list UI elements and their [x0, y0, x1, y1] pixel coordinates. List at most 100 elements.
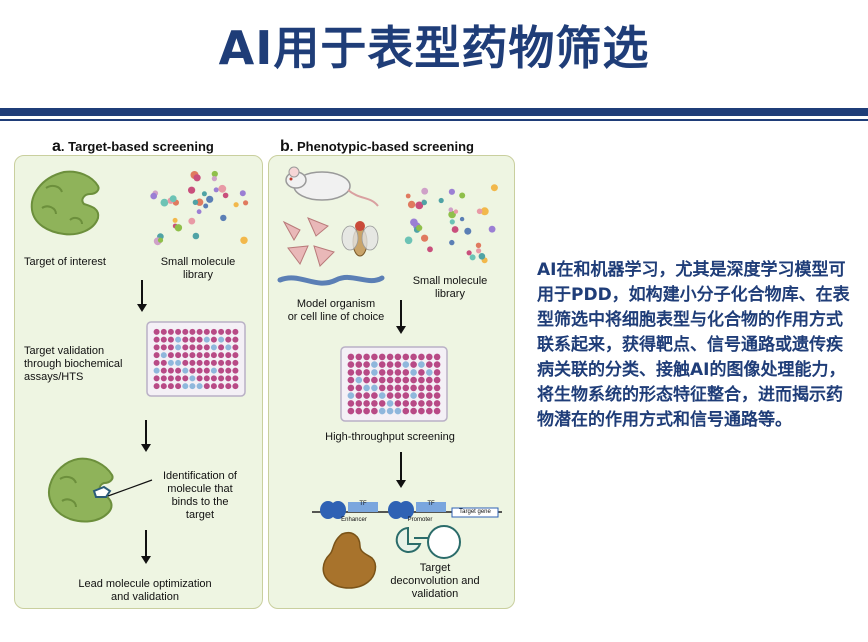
plate-well	[182, 328, 189, 335]
molecule-dot	[213, 187, 219, 193]
plate-well	[355, 400, 363, 407]
plate-well	[378, 400, 386, 407]
plate-well	[160, 352, 167, 359]
molecule-dot	[188, 217, 196, 225]
molecule-dot	[451, 226, 459, 233]
plate-well	[232, 344, 239, 351]
plate-well	[433, 400, 441, 407]
molecule-dot	[438, 197, 444, 204]
deconvolution-label: Target deconvolution and validation	[390, 562, 480, 600]
plate-well	[386, 361, 394, 368]
plate-well	[355, 392, 363, 399]
plate-well	[160, 383, 167, 390]
molecule-dot	[459, 216, 465, 222]
plate-well	[402, 407, 410, 415]
plate-well	[433, 361, 441, 368]
hts-label: High-throughput screening	[325, 431, 455, 443]
plate-well	[175, 344, 182, 351]
plate-well	[371, 384, 378, 392]
plate-well	[182, 383, 189, 390]
plate-well	[402, 361, 410, 368]
plate-well	[232, 352, 239, 359]
plate-well	[418, 353, 425, 361]
brown-protein-icon	[322, 532, 377, 589]
plate-well	[189, 359, 196, 366]
plate-well	[153, 352, 160, 359]
flow-arrow	[397, 452, 405, 488]
plate-well	[386, 392, 394, 399]
molecule-dot	[243, 200, 249, 206]
plate-well	[196, 352, 203, 359]
plate-well	[203, 328, 210, 335]
molecule-dot	[192, 232, 200, 240]
plate-well	[410, 407, 417, 415]
molecule-dot	[203, 203, 209, 209]
molecule-dot	[488, 225, 496, 233]
flow-arrow	[142, 530, 150, 564]
molecule-dot	[421, 234, 429, 242]
plate-well	[394, 369, 402, 376]
molecule-dot	[407, 200, 416, 209]
plate-well	[418, 392, 425, 399]
plate-well	[153, 328, 160, 335]
plate-well	[196, 328, 203, 335]
lead-optimization-label: Lead molecule optimization and validatio…	[78, 578, 212, 603]
target-validation-label: Target validation through biochemical as…	[24, 345, 123, 383]
molecule-dot	[490, 184, 498, 192]
plate-well	[378, 384, 386, 392]
plate-well	[218, 336, 225, 343]
plate-well	[363, 384, 370, 392]
molecule-dot	[448, 188, 455, 195]
promoter-label: Promoter	[407, 517, 433, 523]
plate-well	[418, 384, 425, 392]
molecule-dot	[157, 237, 164, 243]
plate-well	[433, 369, 441, 376]
plate-well	[394, 407, 402, 415]
plate-well	[355, 384, 363, 392]
plate-well	[225, 375, 232, 382]
molecule-dot	[448, 207, 454, 212]
plate-well	[347, 407, 355, 415]
plate-well	[210, 336, 217, 343]
plate-well	[363, 353, 370, 361]
plate-well	[394, 361, 402, 368]
small-molecule-library-label-b: Small molecule library	[412, 275, 488, 300]
molecule-dot	[211, 170, 218, 178]
description-text: AI在和机器学习，尤其是深度学习模型可用于PDD，如构建小分子化合物库、在表型筛…	[537, 260, 850, 430]
tf-label-2: TF	[427, 501, 435, 507]
molecule-dot	[475, 242, 482, 248]
molecule-dot	[421, 187, 429, 195]
plate-well	[386, 407, 394, 415]
plate-well	[402, 369, 410, 376]
plate-well	[371, 361, 378, 368]
target-of-interest-label: Target of interest	[24, 256, 106, 268]
plate-well	[189, 336, 196, 343]
plate-well	[225, 383, 232, 390]
panel-b-heading: b. Phenotypic-based screening	[280, 138, 474, 156]
molecule-dot	[427, 246, 433, 253]
molecule-dot	[169, 195, 177, 203]
molecule-dot	[201, 191, 207, 197]
molecule-dot	[449, 239, 455, 246]
molecule-dot	[206, 195, 214, 203]
plate-well	[418, 400, 425, 407]
plate-well	[426, 400, 433, 407]
plate-well	[371, 392, 378, 399]
molecule-dot	[188, 186, 196, 194]
plate-well	[196, 375, 203, 382]
title-rule-thin	[0, 119, 868, 121]
flow-arrow	[397, 300, 405, 334]
molecule-dot	[478, 253, 486, 260]
molecule-dot	[453, 209, 459, 214]
deconvolution-icon	[395, 525, 461, 559]
molecule-dot	[404, 236, 413, 245]
plate-well	[363, 407, 370, 415]
plate-well	[232, 336, 239, 343]
plate-well	[225, 367, 232, 374]
plate-well	[363, 361, 370, 368]
plate-well	[218, 367, 225, 374]
plate-well	[378, 376, 386, 384]
molecule-dot	[196, 209, 202, 215]
plate-well	[203, 367, 210, 374]
molecule-dot	[421, 199, 427, 206]
